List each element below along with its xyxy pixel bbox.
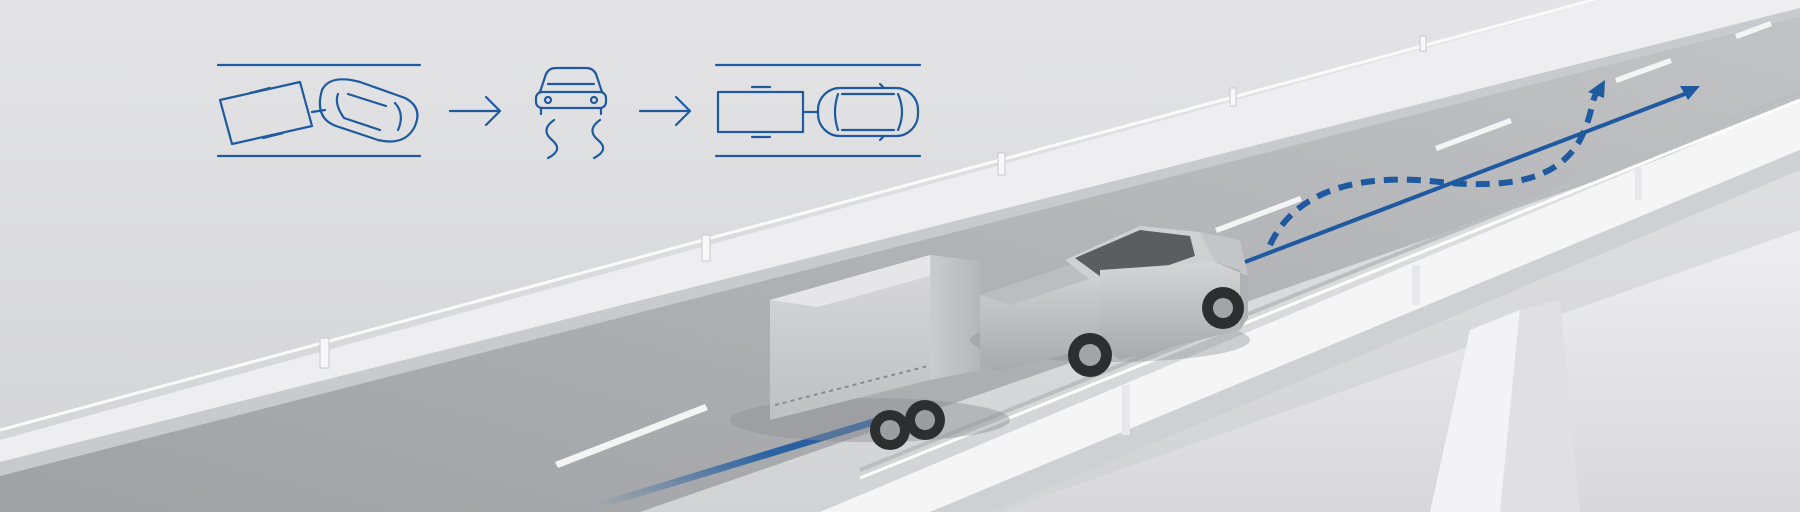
bridge-underside [1000,230,1800,512]
far-guardrail-posts [319,35,1427,369]
stabilized-path-line [598,416,882,509]
arrow-right-icon [448,95,502,127]
trailer-stabilized-icon [714,63,922,158]
arrow-right-icon [638,95,692,127]
pickup-truck [970,226,1250,377]
unstable-path-arrowhead [1588,80,1605,98]
near-barrier [820,90,1800,512]
stabilized-path-arrow-line [1244,90,1691,264]
box-trailer [730,255,1031,450]
far-barrier [0,0,1800,476]
trailer-swaying-icon [216,63,422,158]
illustration-sequence [216,63,922,160]
car-skidding-icon [534,66,608,160]
stabilized-path-arrowhead [1680,86,1700,100]
unstable-path-dashed [1267,85,1603,247]
